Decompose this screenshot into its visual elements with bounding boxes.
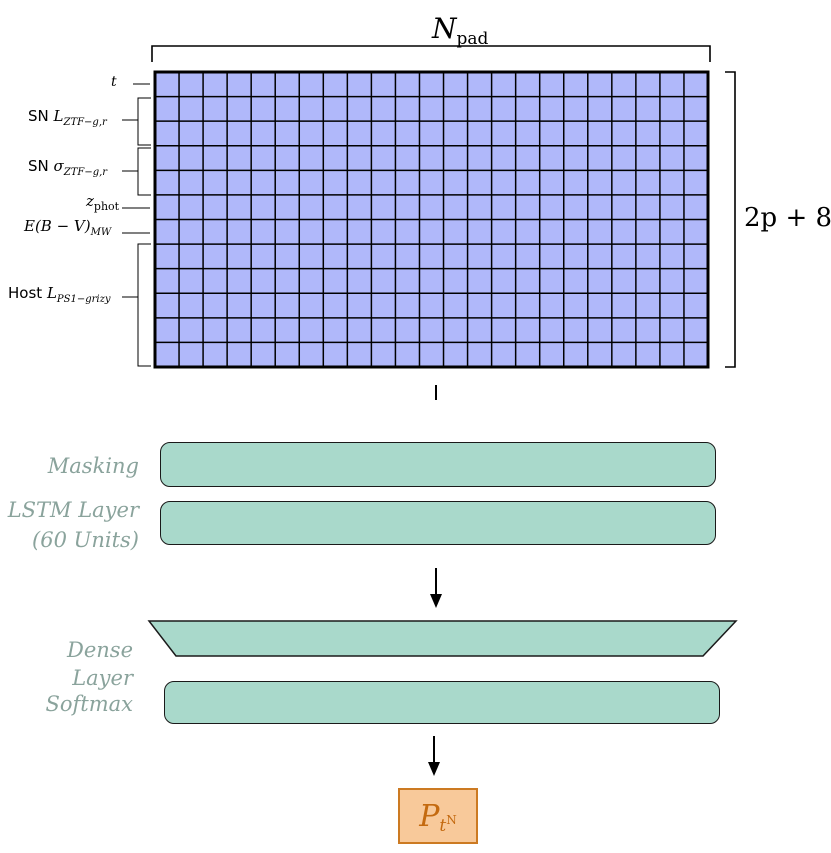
arrow-3 — [428, 736, 440, 776]
ebv-label: E(B − V)MW — [24, 217, 112, 238]
masking-layer — [160, 442, 716, 487]
lstm-label-line2: (60 Units) — [32, 528, 139, 552]
npad-label: Npad — [432, 12, 489, 49]
input-matrix-diagram — [122, 45, 736, 400]
lstm-label-line1: LSTM Layer — [7, 498, 139, 522]
sn-lum-bracket — [137, 97, 151, 146]
input-grid — [153, 70, 710, 369]
arrow-3-head — [428, 762, 440, 776]
dimension-label: 2p + 8 — [744, 203, 831, 233]
npad-bracket — [151, 45, 711, 62]
lstm-layer — [160, 501, 716, 545]
host-lum-label: Host LPS1−grizy — [8, 284, 111, 305]
t-label: t — [111, 74, 117, 90]
host-bracket — [137, 243, 151, 367]
masking-label: Masking — [47, 454, 139, 478]
softmax-layer — [164, 681, 720, 724]
sn-sigma-label: SN σZTF−g,r — [28, 157, 108, 178]
softmax-label: Softmax — [45, 692, 133, 716]
height-bracket — [725, 71, 736, 368]
dense-section — [147, 568, 738, 657]
zphot-label: zphot — [86, 192, 120, 213]
dense-layer — [147, 620, 738, 657]
sn-sigma-bracket — [137, 147, 151, 196]
arrow-2-head — [430, 594, 442, 608]
dense-label: Dense Layer — [67, 638, 133, 690]
sn-lum-label: SN LZTF−g,r — [28, 107, 107, 128]
